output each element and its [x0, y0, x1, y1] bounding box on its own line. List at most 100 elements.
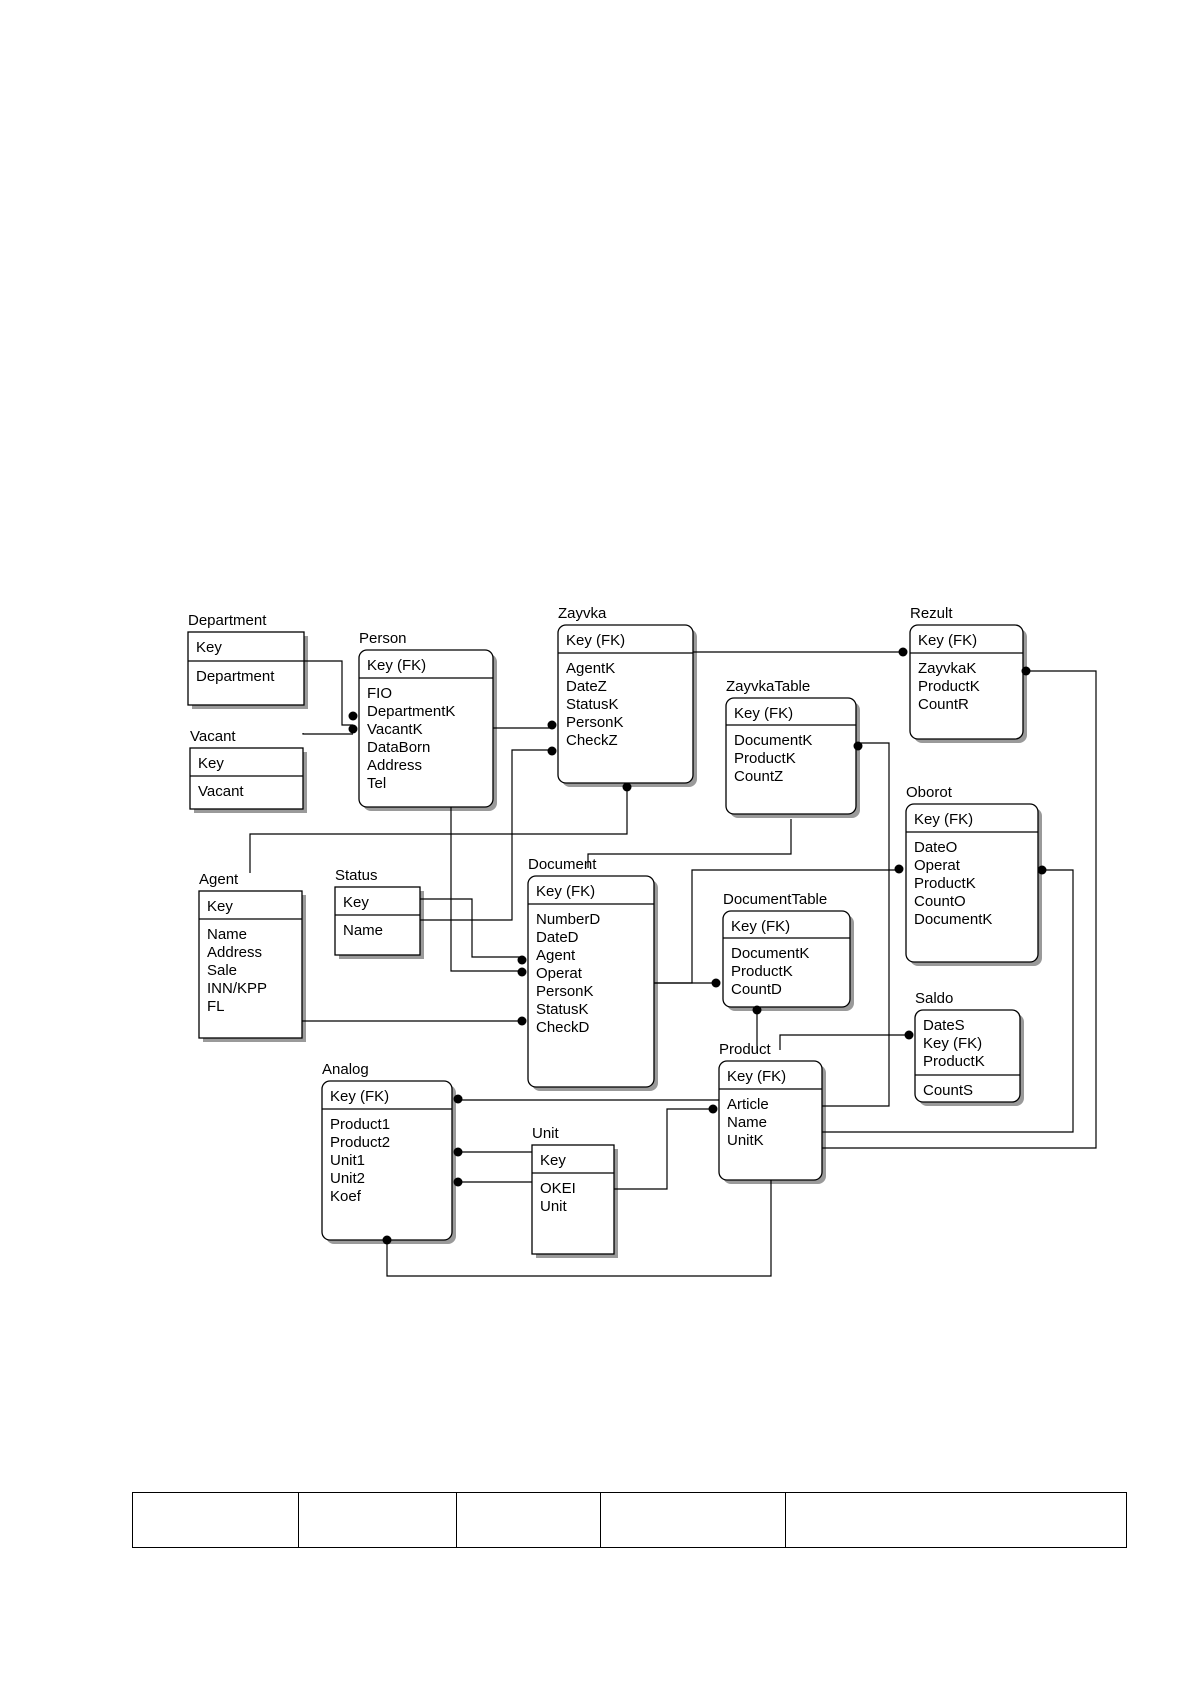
relationship-endpoint-dot	[453, 1147, 463, 1157]
person-field: VacantK	[367, 721, 423, 738]
vacant-key-field: Key	[198, 755, 224, 772]
relationship-endpoint-dot	[348, 724, 358, 734]
zayvka-field: DateZ	[566, 678, 607, 695]
person-field: DataBorn	[367, 739, 430, 756]
analog-field: Unit2	[330, 1170, 365, 1187]
relationship-endpoint-dot	[1021, 666, 1031, 676]
document-title: Document	[528, 856, 597, 873]
saldo-key-field: DateS	[923, 1017, 965, 1034]
product-key-field: Key (FK)	[727, 1068, 786, 1085]
document-field: PersonK	[536, 983, 594, 1000]
documenttable-box	[722, 910, 851, 1008]
department-title: Department	[188, 612, 267, 629]
agent-key-field: Key	[207, 898, 233, 915]
entity-boxes: DepartmentKeyDepartmentVacantKeyVacantPe…	[187, 605, 1039, 1255]
rel-zayvka-agent-line	[249, 788, 628, 873]
documenttable-title: DocumentTable	[723, 891, 827, 908]
relationship-endpoint-dot	[894, 864, 904, 874]
document-field: NumberD	[536, 911, 600, 928]
footer-cell-5	[785, 1492, 1127, 1548]
footer-table	[132, 1492, 1127, 1548]
document-field: Operat	[536, 965, 583, 982]
product-title: Product	[719, 1041, 772, 1058]
status-title: Status	[335, 867, 378, 884]
relationship-endpoint-dot	[348, 711, 358, 721]
relationship-lines	[249, 651, 1097, 1277]
unit-field: Unit	[540, 1198, 568, 1215]
agent-box	[198, 890, 303, 1039]
zayvka-field: CheckZ	[566, 732, 618, 749]
relationship-endpoint-dot	[517, 1016, 527, 1026]
person-field: DepartmentK	[367, 703, 455, 720]
rezult-field: ProductK	[918, 678, 980, 695]
relationship-endpoint-dot	[898, 647, 908, 657]
person-key-field: Key (FK)	[367, 657, 426, 674]
rel-department-person-line	[304, 660, 353, 726]
zayvkatable-key-field: Key (FK)	[734, 705, 793, 722]
oborot-field: DocumentK	[914, 911, 992, 928]
rel-vacant-person-line	[302, 733, 353, 735]
status-box	[334, 886, 421, 956]
oborot-field: ProductK	[914, 875, 976, 892]
agent-field: Sale	[207, 962, 237, 979]
saldo-key-field: Key (FK)	[923, 1035, 982, 1052]
rezult-title: Rezult	[910, 605, 953, 622]
rel-product-zayvkatable-line	[822, 742, 890, 1107]
relationship-endpoint-dot	[517, 955, 527, 965]
documenttable-field: CountD	[731, 981, 782, 998]
saldo-key-field: ProductK	[923, 1053, 985, 1070]
saldo-box	[914, 1009, 1021, 1103]
product-field: UnitK	[727, 1132, 764, 1149]
agent-field: Address	[207, 944, 262, 961]
document-box	[527, 875, 655, 1088]
department-field: Department	[196, 668, 275, 685]
relationship-endpoint-dot	[517, 967, 527, 977]
rezult-field: CountR	[918, 696, 969, 713]
zayvka-field: StatusK	[566, 696, 619, 713]
analog-field: Unit1	[330, 1152, 365, 1169]
relationship-endpoint-dot	[382, 1235, 392, 1245]
footer-cell-3	[456, 1492, 601, 1548]
rel-document-zayvkatable-line	[587, 819, 792, 868]
agent-field: Name	[207, 926, 247, 943]
department-key-field: Key	[196, 639, 222, 656]
product-field: Article	[727, 1096, 769, 1113]
saldo-field: CountS	[923, 1082, 973, 1099]
relationship-endpoint-dot	[453, 1177, 463, 1187]
person-field: Address	[367, 757, 422, 774]
vacant-box	[189, 747, 304, 810]
analog-key-field: Key (FK)	[330, 1088, 389, 1105]
saldo-title: Saldo	[915, 990, 953, 1007]
analog-field: Koef	[330, 1188, 362, 1205]
agent-field: FL	[207, 998, 225, 1015]
zayvka-field: PersonK	[566, 714, 624, 731]
footer-cell-4	[600, 1492, 786, 1548]
oborot-title: Oborot	[906, 784, 953, 801]
zayvkatable-field: ProductK	[734, 750, 796, 767]
relationship-endpoint-dot	[904, 1030, 914, 1040]
rel-product-oborot-line	[822, 869, 1074, 1133]
unit-box	[531, 1144, 615, 1255]
relationship-endpoint-dot	[708, 1104, 718, 1114]
relationship-endpoint-dot	[547, 746, 557, 756]
oborot-field: Operat	[914, 857, 961, 874]
zayvka-title: Zayvka	[558, 605, 607, 622]
rezult-field: ZayvkaK	[918, 660, 976, 677]
status-key-field: Key	[343, 894, 369, 911]
unit-field: OKEI	[540, 1180, 576, 1197]
oborot-field: CountO	[914, 893, 966, 910]
footer-table-row	[132, 1492, 1127, 1548]
vacant-title: Vacant	[190, 728, 236, 745]
agent-field: INN/KPP	[207, 980, 267, 997]
oborot-box	[905, 803, 1039, 963]
document-field: Agent	[536, 947, 576, 964]
